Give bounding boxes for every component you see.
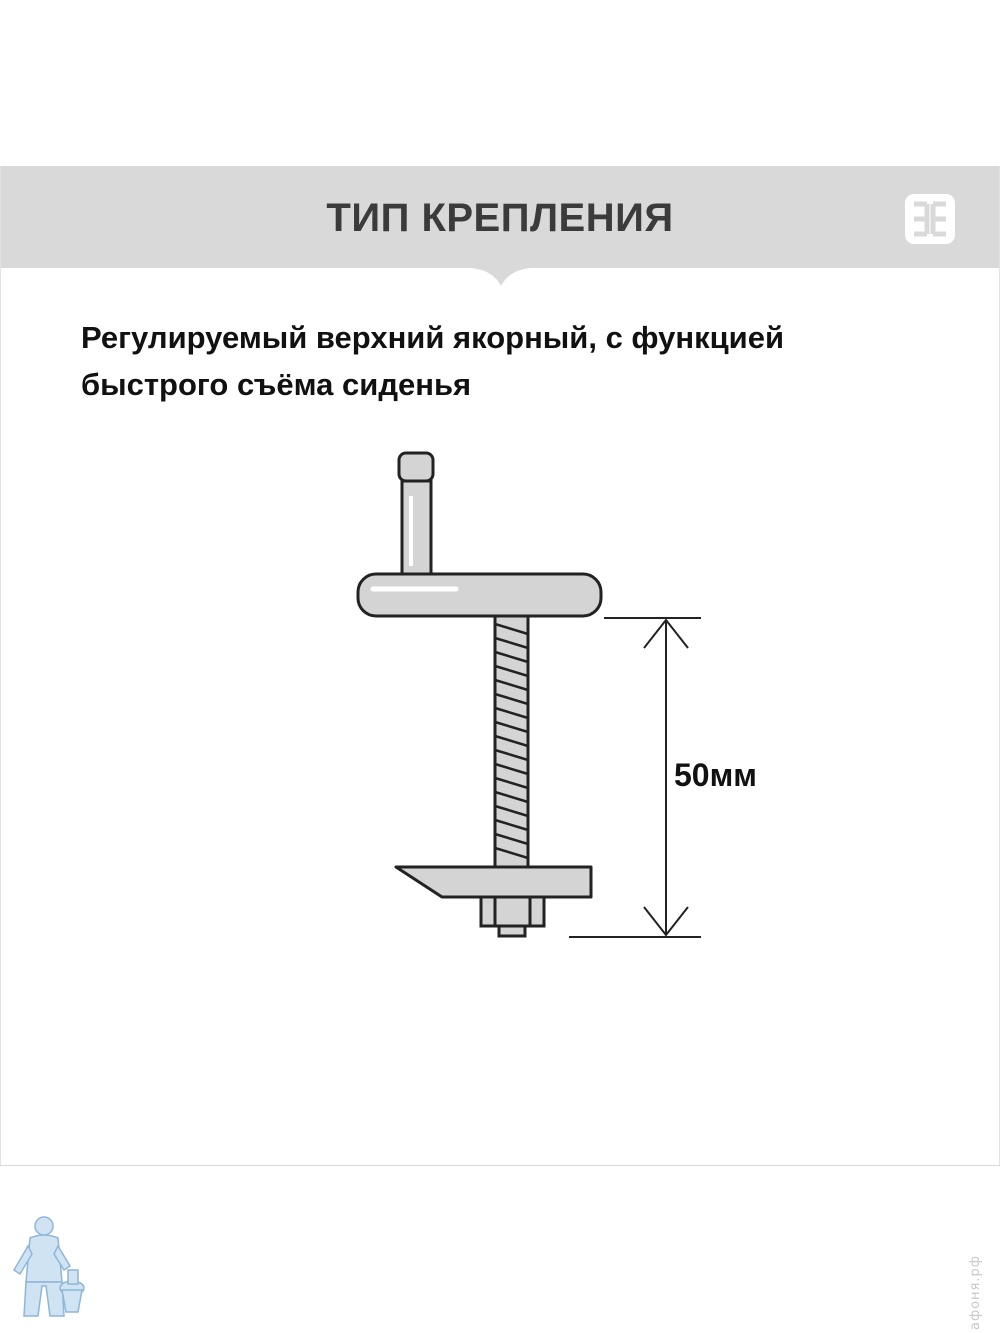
- bottom-nut: [479, 895, 546, 938]
- page-title: ТИП КРЕПЛЕНИЯ: [326, 196, 674, 240]
- anchor-bolt-icon: [356, 451, 701, 938]
- top-pin: [397, 451, 435, 578]
- header-notch: [471, 268, 531, 286]
- product-feature-card: ТИП КРЕПЛЕНИЯ Регулируемый верхний якорн…: [0, 166, 1000, 1166]
- mount-type-description: Регулируемый верхний якорный, с функцией…: [81, 320, 785, 402]
- threaded-rod: [493, 614, 530, 871]
- top-plate: [356, 572, 603, 618]
- bottom-wedge-plate: [394, 865, 593, 899]
- plumber-mascot-icon: [12, 1216, 85, 1317]
- site-watermark: афоня.рф: [968, 1255, 983, 1330]
- dimension-indicator: [569, 617, 701, 938]
- brand-logo-icon: [905, 194, 955, 244]
- dimension-label: 50мм: [674, 757, 757, 793]
- header-bar: ТИП КРЕПЛЕНИЯ: [1, 166, 999, 268]
